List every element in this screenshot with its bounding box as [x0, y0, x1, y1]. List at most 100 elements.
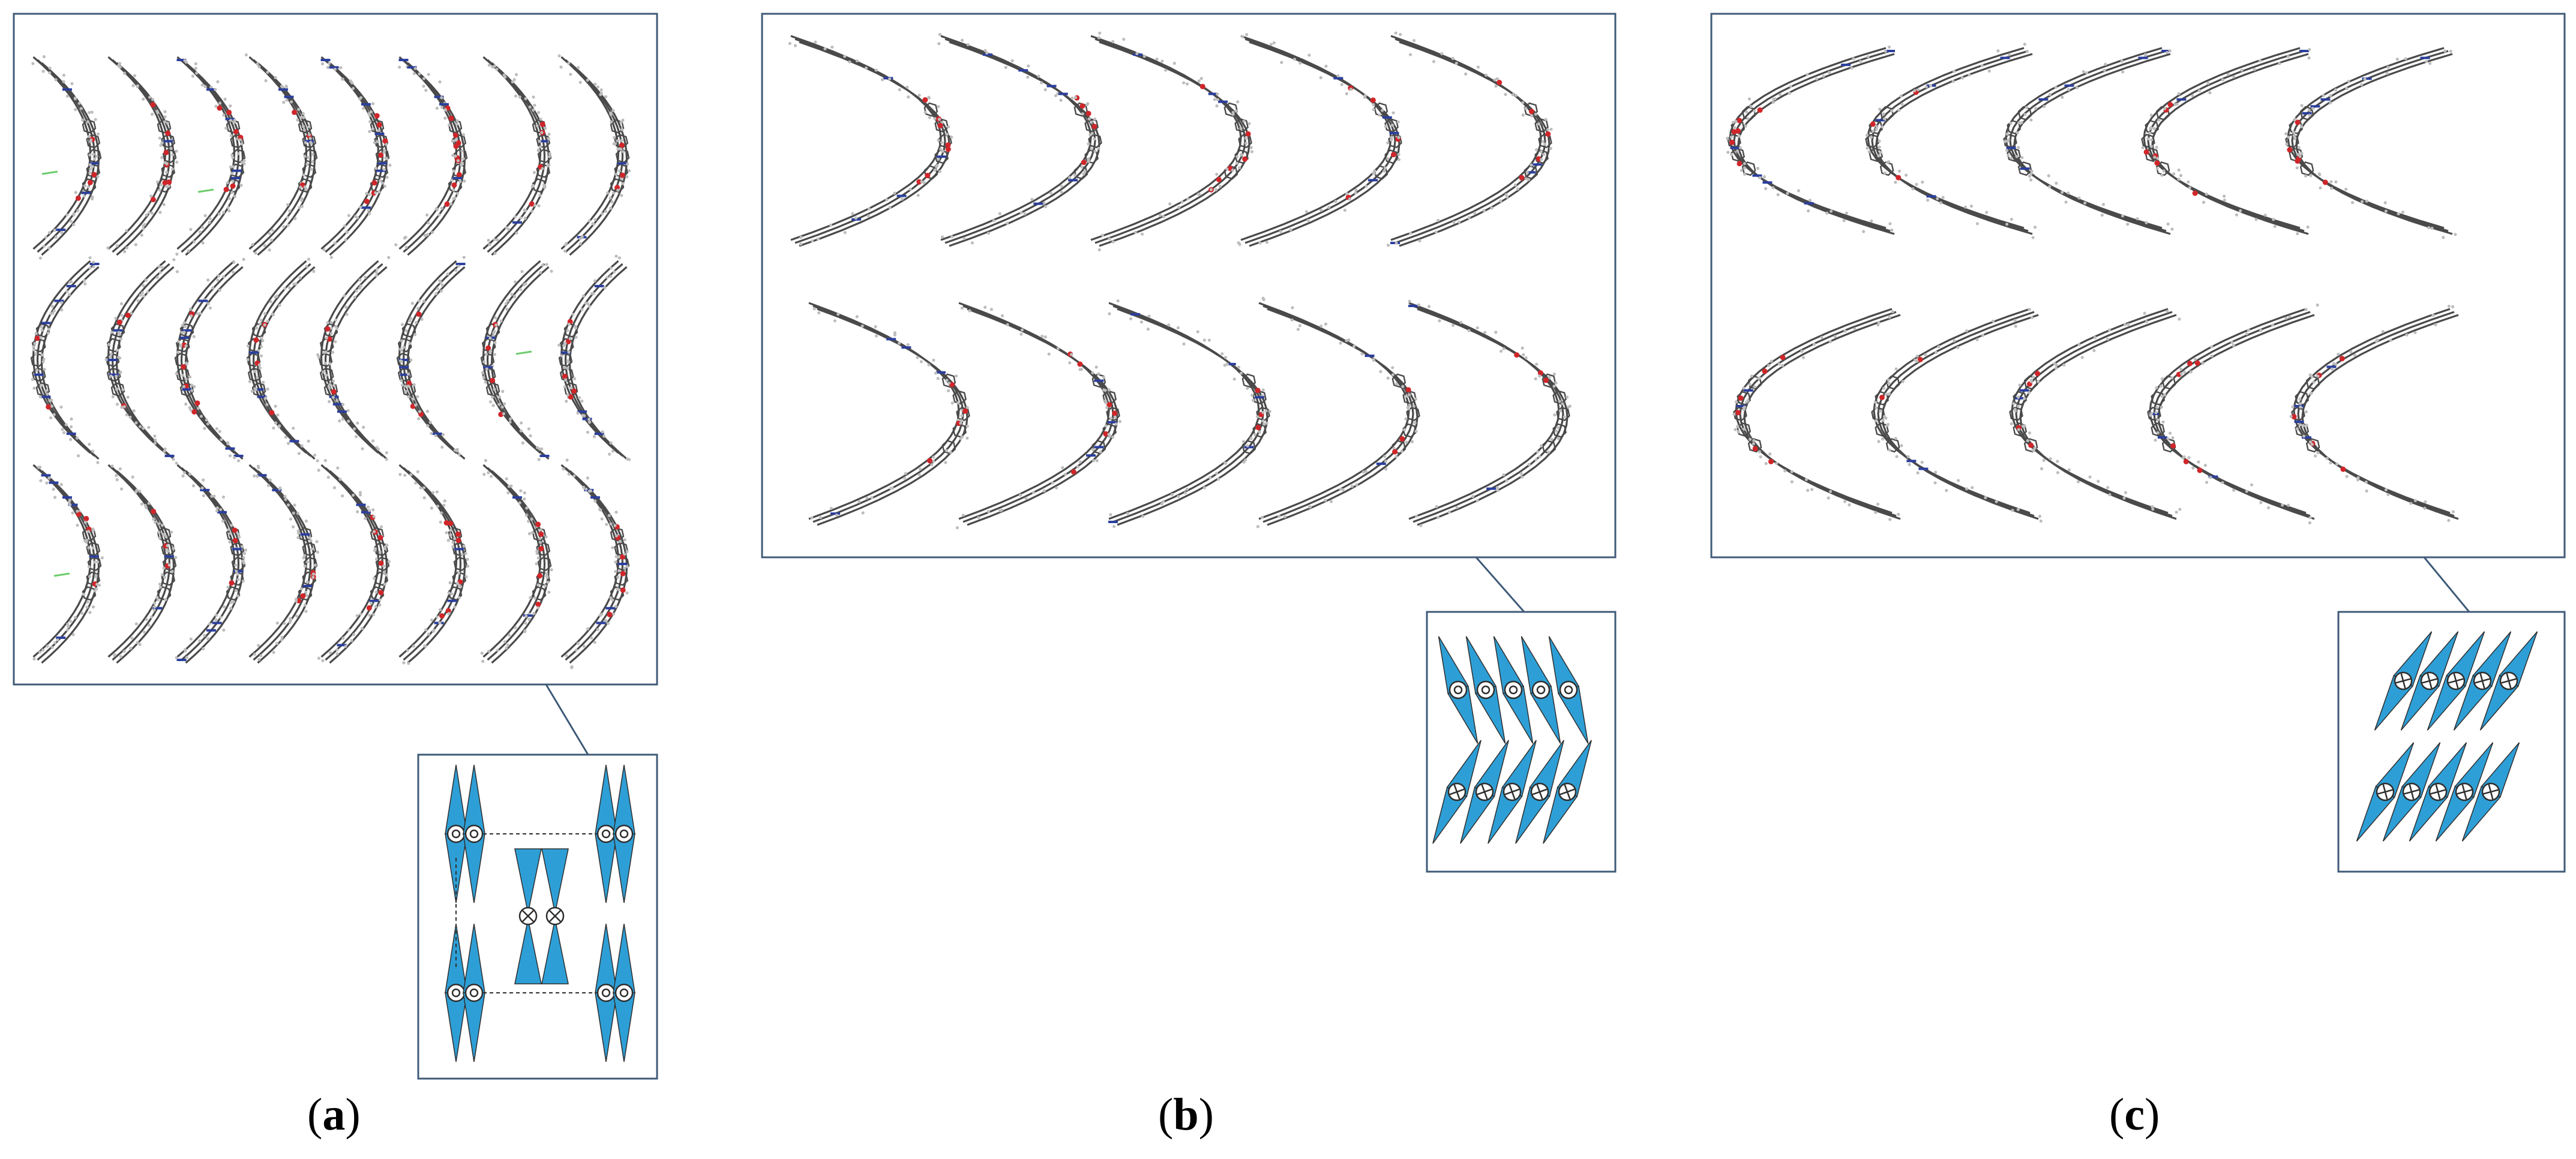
schematic-b-top-3-marker [1531, 680, 1551, 699]
molecule-a-1-2 [174, 257, 245, 463]
molecule-a-0-2 [172, 56, 246, 262]
schematic-b-bottom-3-marker [1530, 782, 1549, 801]
schematic-b-bottom-2 [1488, 740, 1537, 844]
molecule-b-bottom-3 [1256, 296, 1420, 529]
molecule-c-bottom-2 [2009, 308, 2182, 520]
molecule-a-0-4 [320, 56, 392, 259]
schematic-b-bottom-4 [1543, 740, 1592, 844]
molecule-a-2-5 [398, 464, 470, 665]
panel-c-caption: (c) [2109, 1089, 2160, 1140]
schematic-b-top-2 [1493, 636, 1534, 744]
panel-b [761, 13, 1617, 873]
schematic-b-bottom-0 [1432, 740, 1482, 844]
molecule-c-top-1 [1865, 43, 2037, 239]
schematic-c-bottom-0-marker [2376, 782, 2395, 801]
schematic-b-bottom-3 [1515, 740, 1564, 844]
schematic-c-top-2-marker [2446, 671, 2466, 690]
panel-b-callout-pointer [1368, 556, 1525, 612]
schematic-a-unit-1 [463, 764, 485, 903]
schematic-a-unit-0 [445, 764, 467, 903]
molecule-a-2-7 [560, 458, 630, 669]
molecule-b-top-4 [1386, 31, 1553, 247]
molecule-b-top-3 [1237, 32, 1402, 247]
molecule-c-top-2 [2003, 47, 2174, 235]
schematic-b-top-1 [1465, 636, 1506, 744]
schematic-a-unit-3 [613, 764, 635, 903]
schematic-c-top-4 [2479, 631, 2538, 731]
schematic-a-unit-5-marker [464, 983, 484, 1002]
molecule-a-1-6 [480, 260, 553, 461]
panel-b-caption: (b) [1158, 1089, 1214, 1140]
schematic-a-centre-marker-0 [518, 906, 538, 926]
schematic-b-bottom-1-marker [1475, 782, 1494, 801]
schematic-a-unit-0-marker [446, 824, 466, 843]
schematic-a-unit-5 [463, 923, 485, 1062]
schematic-b-top-0 [1438, 636, 1479, 744]
molecule-a-2-1 [107, 464, 178, 664]
panel-a [13, 13, 658, 1080]
panel-b-structure-frame [761, 13, 1617, 559]
schematic-c-bottom-2-marker [2428, 782, 2448, 801]
molecule-a-0-1 [106, 56, 179, 256]
schematic-c-top-1 [2400, 631, 2459, 731]
schematic-c-top-3 [2453, 631, 2512, 731]
molecule-a-2-6 [480, 459, 553, 664]
schematic-c-bottom-0 [2356, 742, 2415, 842]
schematic-c-top-0 [2374, 631, 2433, 731]
schematic-c-bottom-4 [2461, 742, 2520, 842]
molecule-c-bottom-4 [2289, 304, 2459, 523]
molecule-b-bottom-0 [808, 302, 970, 526]
molecule-a-1-0 [30, 256, 100, 464]
molecule-a-0-6 [482, 56, 552, 256]
schematic-c-top-1-marker [2420, 671, 2439, 690]
panel-c-structure-frame [1710, 13, 2566, 559]
molecule-a-2-3 [248, 464, 319, 664]
schematic-a-unit-7-marker [614, 983, 634, 1002]
fluorine-contact [41, 170, 58, 175]
molecule-a-1-3 [246, 257, 319, 463]
schematic-b-bottom-1 [1460, 740, 1509, 844]
panel-a-callout-pointer [384, 683, 589, 755]
molecule-a-0-5 [394, 56, 468, 256]
panel-b-packing-schematic [1432, 636, 1592, 844]
schematic-b-top-3 [1521, 636, 1561, 744]
schematic-a-unit-6-marker [596, 983, 616, 1002]
schematic-c-bottom-4-marker [2481, 782, 2500, 801]
molecule-a-0-3 [244, 53, 318, 256]
panel-a-structure-frame [13, 13, 658, 686]
schematic-b-bottom-0-marker [1447, 782, 1467, 801]
schematic-c-top-3-marker [2473, 671, 2492, 690]
molecule-c-top-0 [1726, 45, 1895, 235]
schematic-c-top-0-marker [2394, 671, 2413, 690]
schematic-c-top-4-marker [2499, 671, 2518, 690]
schematic-a-unit-4-marker [446, 983, 466, 1002]
molecule-a-1-4 [316, 256, 391, 461]
fluorine-contact [197, 188, 214, 193]
molecule-b-bottom-1 [955, 302, 1122, 530]
molecule-c-bottom-0 [1732, 308, 1901, 521]
molecule-a-1-5 [396, 256, 466, 460]
molecule-c-bottom-3 [2147, 303, 2319, 525]
molecule-b-top-0 [788, 35, 953, 247]
schematic-b-top-2-marker [1504, 680, 1523, 699]
panel-c [1710, 13, 2566, 873]
schematic-a-unit-1-marker [464, 824, 484, 843]
molecule-b-bottom-4 [1408, 299, 1572, 527]
molecule-a-2-0 [32, 464, 104, 664]
schematic-a-unit-6 [595, 923, 617, 1062]
schematic-b-bottom-2-marker [1503, 782, 1522, 801]
molecule-b-top-2 [1090, 31, 1254, 252]
schematic-c-bottom-1 [2382, 742, 2441, 842]
schematic-b-top-1-marker [1476, 680, 1495, 699]
panel-a-caption: (a) [307, 1089, 361, 1140]
molecule-c-bottom-1 [1871, 308, 2043, 523]
schematic-a-unit-7 [613, 923, 635, 1062]
molecule-a-0-0 [31, 55, 102, 260]
schematic-b-top-4 [1548, 636, 1589, 744]
panel-c-callout-pointer [2310, 556, 2470, 612]
schematic-c-bottom-3-marker [2455, 782, 2474, 801]
schematic-b-bottom-4-marker [1558, 782, 1577, 801]
panel-c-molecular-packing [1726, 43, 2459, 525]
panel-b-molecular-packing [788, 31, 1572, 530]
